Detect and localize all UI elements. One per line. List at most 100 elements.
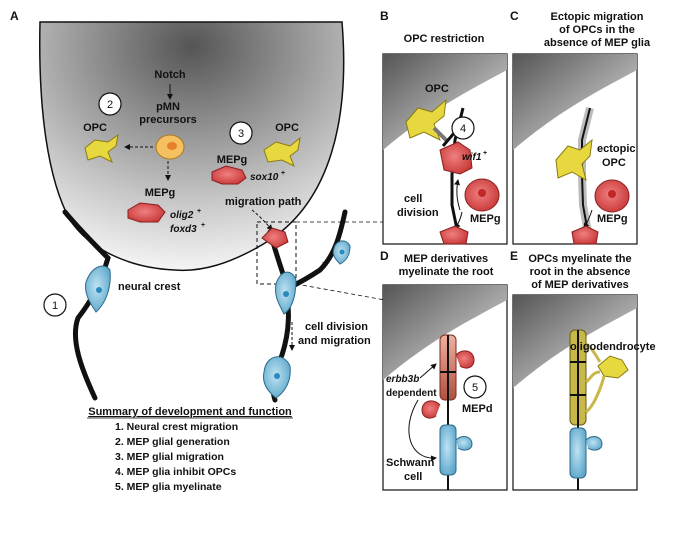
wif1-plus: + xyxy=(483,150,487,157)
panel-b-opc-process xyxy=(432,126,450,144)
panel-c-title-2: of OPCs in the xyxy=(559,24,635,36)
panel-c-ectopic-opc-cell xyxy=(555,138,593,182)
panel-c-title-1: Ectopic migration xyxy=(551,11,644,23)
ectopic-label: ectopic xyxy=(597,143,636,155)
summary-item: 1. Neural crest migration xyxy=(115,421,238,433)
panel-d-mepd-cell-mid xyxy=(421,400,441,419)
opc-right-cell xyxy=(263,136,301,168)
mepd-label: MEPd xyxy=(462,403,493,415)
panel-c-cord xyxy=(513,54,637,150)
cell-label: cell xyxy=(404,193,422,205)
panel-c-opc-label: OPC xyxy=(602,157,626,169)
mepg-at-exit xyxy=(261,227,289,249)
panel-c-letter: C xyxy=(510,9,519,23)
panel-b-division-arrow-up xyxy=(454,179,461,211)
panel-e-schwann-sheath xyxy=(569,427,587,479)
panel-b-mepg-top xyxy=(439,141,473,175)
migration-path-label: migration path xyxy=(225,196,302,208)
panel-e-process-2 xyxy=(585,375,606,414)
step-3-number: 3 xyxy=(238,128,244,140)
notch-label: Notch xyxy=(154,69,185,81)
panel-e: E OPCs myelinate the root in the absence… xyxy=(510,249,656,491)
panel-b-dividing-nucleus xyxy=(478,189,486,197)
oligodendrocyte-label: oligodendrocyte xyxy=(570,341,656,353)
foxd3-plus: + xyxy=(201,222,205,229)
precursor-nucleus xyxy=(167,142,177,150)
crest-nucleus-left xyxy=(96,287,102,293)
panel-b-opc-label: OPC xyxy=(425,83,449,95)
panel-d-schwann-sheath xyxy=(439,424,457,476)
summary-item: 3. MEP glial migration xyxy=(115,451,224,463)
panel-d-cord xyxy=(383,285,507,380)
step-1-circle xyxy=(43,293,67,317)
panel-e-process-3 xyxy=(585,342,602,363)
opc-left-label: OPC xyxy=(83,122,107,134)
schwann-cell-label: cell xyxy=(404,471,422,483)
panel-c-mepg-label: MEPg xyxy=(597,213,628,225)
step-3-circle xyxy=(229,121,253,145)
panel-c-mepg-bottom xyxy=(571,225,599,245)
panel-c-title-3: absence of MEP glia xyxy=(544,37,651,49)
panel-a: A Notch pMN precursors 2 OPC MEPg olig2 … xyxy=(10,9,386,403)
panel-b-mepg-bottom xyxy=(439,225,469,245)
panel-e-process-1 xyxy=(585,370,601,384)
erbb3b-arrow xyxy=(419,363,437,379)
panel-e-title-3: of MEP derivatives xyxy=(531,279,629,291)
cell-division-label: cell division xyxy=(305,321,368,333)
summary-title: Summary of development and function xyxy=(88,406,292,418)
schwann-label: Schwann xyxy=(386,457,435,469)
panel-a-letter: A xyxy=(10,9,19,23)
panel-d-title-1: MEP derivatives xyxy=(404,253,488,265)
olig2-plus: + xyxy=(197,208,201,215)
panel-e-letter: E xyxy=(510,249,518,263)
step-2-circle xyxy=(98,92,122,116)
neural-crest-label: neural crest xyxy=(118,281,181,293)
inset-guide-bottom xyxy=(295,283,386,301)
mepg-mid-label: MEPg xyxy=(145,187,176,199)
step-5-circle xyxy=(463,375,487,399)
panel-d-mepd-cell-top xyxy=(455,350,475,369)
summary-item: 2. MEP glial generation xyxy=(115,436,230,448)
step-1-number: 1 xyxy=(52,300,58,312)
opc-left-cell xyxy=(84,133,119,164)
step-4-number: 4 xyxy=(460,123,466,135)
opc-right-label: OPC xyxy=(275,122,299,134)
step-5-number: 5 xyxy=(472,382,478,394)
mepg-mid-cell xyxy=(127,202,166,223)
crest-nucleus-branch xyxy=(339,249,345,255)
sox10-plus: + xyxy=(281,170,285,177)
schwann-arrow xyxy=(408,399,437,462)
dividing-crest-nucleus xyxy=(274,373,280,379)
precursors-label: precursors xyxy=(139,114,196,126)
panel-e-title-1: OPCs myelinate the xyxy=(528,253,631,265)
panel-d-title-2: myelinate the root xyxy=(399,266,494,278)
step-4-circle xyxy=(451,116,475,140)
sox10-label: sox10 xyxy=(250,172,279,183)
panel-e-title-2: root in the absence xyxy=(530,266,631,278)
pmn-label: pMN xyxy=(156,101,180,113)
migration-arrow xyxy=(251,209,273,231)
crest-nucleus-right xyxy=(283,291,289,297)
summary-item: 5. MEP glia myelinate xyxy=(115,481,222,493)
mepg-right-label: MEPg xyxy=(217,154,248,166)
panel-b-mepg-label: MEPg xyxy=(470,213,501,225)
mepg-right-cell xyxy=(211,165,247,185)
panel-d-letter: D xyxy=(380,249,389,263)
foxd3-label: foxd3 xyxy=(170,224,197,235)
wif1-label: wif1 xyxy=(462,152,482,163)
panel-c-mepg-nucleus xyxy=(608,190,616,198)
step-2-number: 2 xyxy=(107,99,113,111)
dependent-label: dependent xyxy=(386,388,437,399)
and-migration-label: and migration xyxy=(298,335,371,347)
spinal-cord xyxy=(39,21,345,272)
erbb3b-label: erbb3b xyxy=(386,374,419,385)
panel-d: D MEP derivatives myelinate the root 5 M… xyxy=(380,249,508,491)
olig2-label: olig2 xyxy=(170,210,194,221)
summary-item: 4. MEP glia inhibit OPCs xyxy=(115,466,236,478)
panel-e-schwann-cell xyxy=(585,436,603,451)
panel-d-schwann-cell xyxy=(455,436,473,451)
panel-b-title: OPC restriction xyxy=(404,33,485,45)
division-label: division xyxy=(397,207,439,219)
branch-migration-arrow xyxy=(299,261,329,283)
